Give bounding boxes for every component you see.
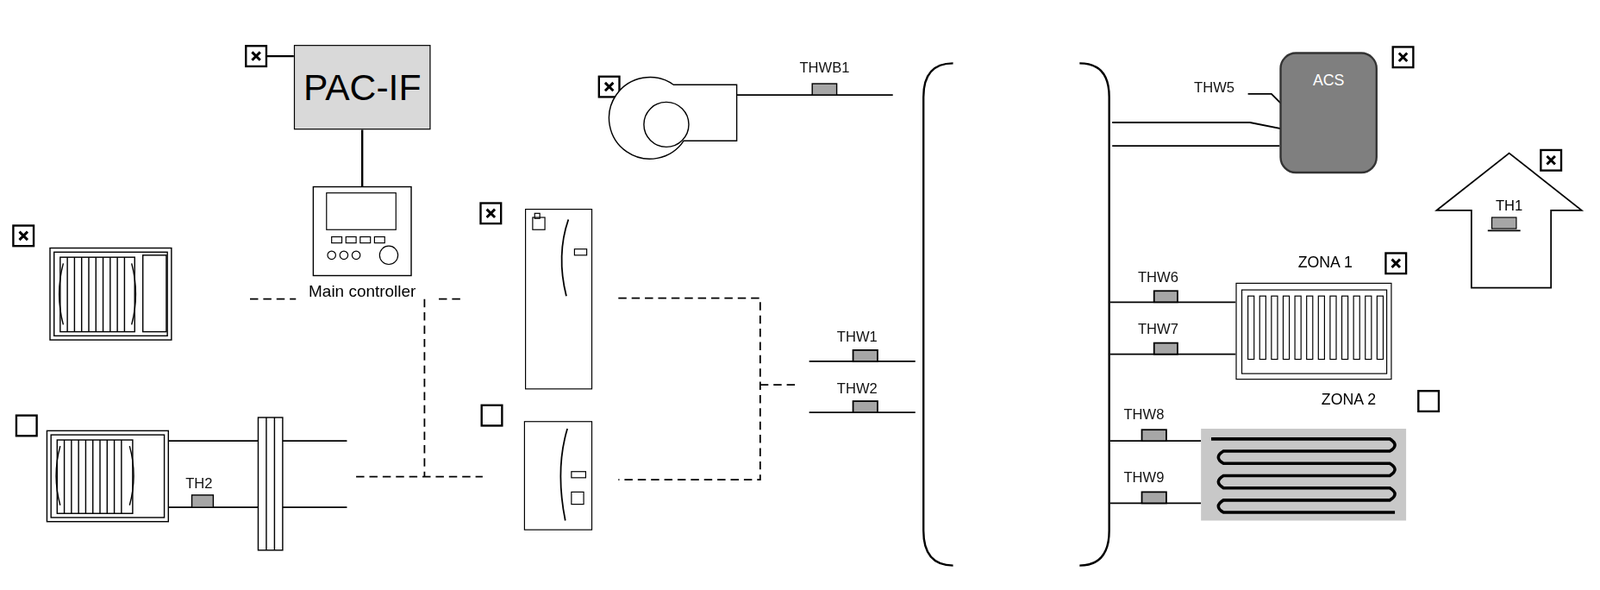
comm-line — [250, 298, 796, 481]
hydro-unit — [524, 209, 592, 531]
node-label: ZONA 2 — [1321, 389, 1376, 407]
bracket — [923, 62, 1109, 565]
house-symbol-art — [1435, 151, 1582, 289]
sensor-label: THW7 — [1137, 321, 1179, 337]
sensor-label: THW9 — [1123, 468, 1164, 484]
fan — [608, 76, 893, 159]
checkbox — [12, 45, 1562, 274]
interface-box: PAC-IF — [293, 44, 432, 130]
main-controller: Main controller — [299, 187, 426, 304]
radiator-art — [1237, 283, 1394, 381]
node-label: ZONA 1 — [1298, 252, 1353, 270]
dhw-tank: ACS — [1279, 51, 1378, 174]
sensor-label: THW6 — [1137, 268, 1179, 284]
sensor-label: TH2 — [185, 475, 213, 490]
sensor-label: THW1 — [837, 329, 878, 344]
sensor-label: THW8 — [1123, 406, 1164, 422]
indoor-unit — [46, 417, 347, 550]
floor-heating: ZONA 2 — [1200, 428, 1407, 521]
connector — [361, 129, 363, 187]
sensor-label: THW5 — [1193, 79, 1235, 94]
node-label: Main controller — [299, 282, 426, 301]
sensor-label: THWB1 — [799, 60, 850, 75]
sensor-label: THW2 — [837, 380, 878, 395]
house-symbol: TH1 — [1435, 151, 1582, 289]
node-label: ACS — [1281, 72, 1376, 88]
floor-heating-art — [1200, 428, 1407, 521]
node-label: TH1 — [1435, 196, 1582, 213]
node-label: PAC-IF — [303, 65, 422, 109]
indoor-unit — [50, 248, 172, 341]
radiator: ZONA 1 — [1235, 282, 1392, 380]
